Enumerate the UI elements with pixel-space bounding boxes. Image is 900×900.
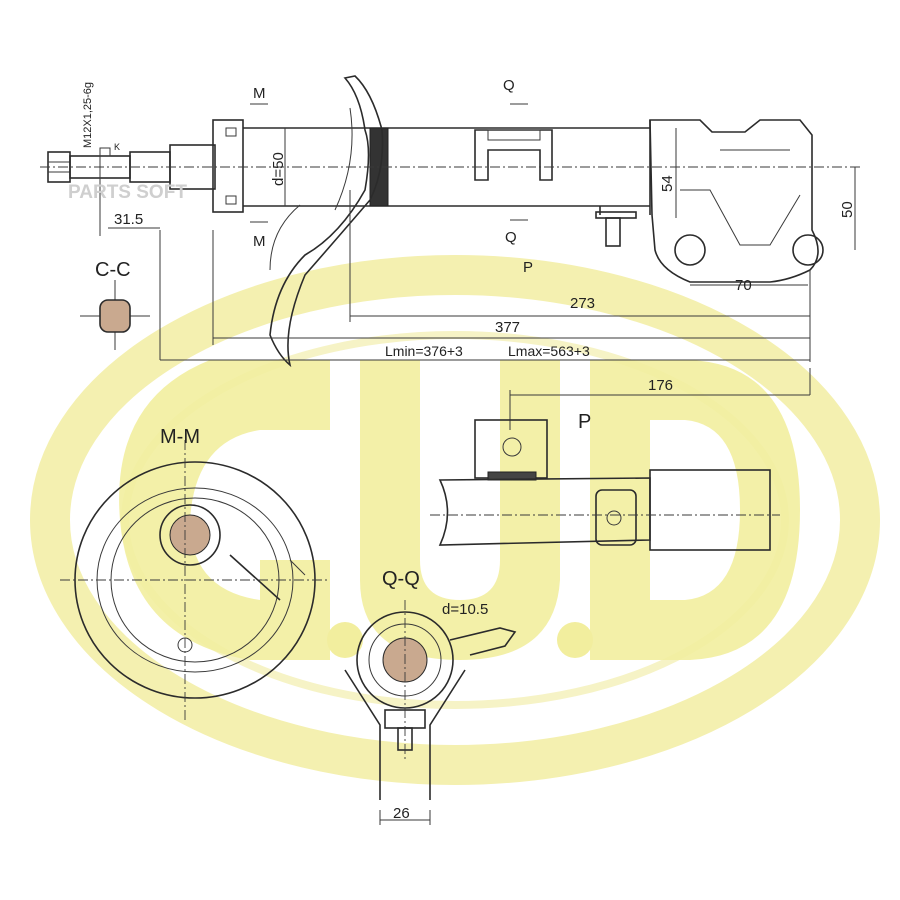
dim-176-label: 176	[648, 377, 673, 394]
view-title-mm: M-M	[160, 426, 200, 448]
section-mark-p: P	[523, 259, 533, 276]
view-p	[430, 419, 780, 551]
view-title-qq: Q-Q	[382, 568, 420, 590]
dim-31-5-label: 31.5	[114, 211, 143, 228]
view-title-p: P	[578, 411, 591, 433]
thread-label: M12X1,25-6g	[82, 82, 94, 148]
dimension-lines	[99, 103, 856, 430]
dim-273-label: 273	[570, 295, 595, 312]
drawing-labels: PARTS SOFT M12X1,25-6g K d=50 31.5 54 50…	[68, 77, 856, 822]
section-mark-q-top: Q	[503, 77, 515, 94]
d50-label: d=50	[270, 152, 287, 186]
dim-26-label: 26	[393, 805, 410, 822]
section-mark-q-bottom: Q	[505, 229, 517, 246]
dim-377-label: 377	[495, 319, 520, 336]
section-mm-view	[60, 440, 330, 720]
lmax-label: Lmax=563+3	[508, 343, 590, 359]
parts-soft-watermark: PARTS SOFT	[68, 182, 187, 203]
k-label: K	[114, 142, 120, 152]
d-10-5-label: d=10.5	[442, 601, 488, 618]
gud-watermark-logo	[30, 255, 880, 785]
section-mark-m-top: M	[253, 85, 266, 102]
section-qq-view	[344, 600, 517, 825]
lmin-label: Lmin=376+3	[385, 343, 463, 359]
dim-70-label: 70	[735, 277, 752, 294]
section-cc-view	[80, 280, 150, 350]
section-mark-m-bottom: M	[253, 233, 266, 250]
view-title-cc: C-C	[95, 259, 131, 281]
dim-54-label: 54	[659, 175, 676, 192]
dim-50-label: 50	[839, 201, 856, 218]
